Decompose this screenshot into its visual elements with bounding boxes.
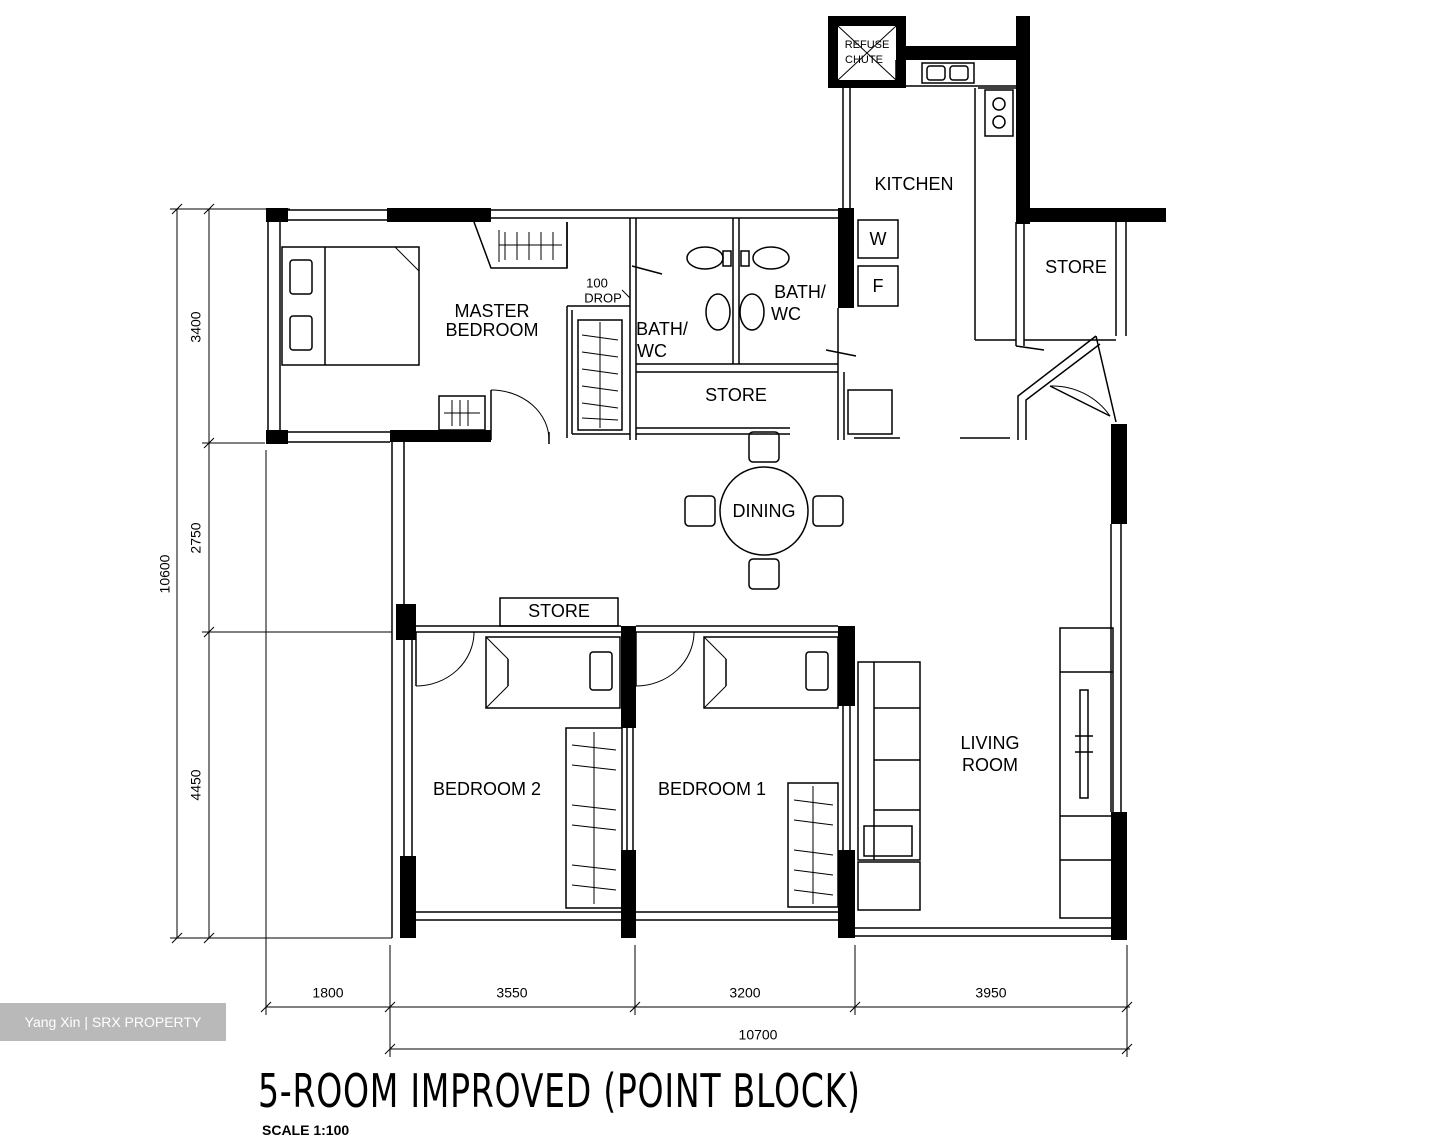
label-kitchen-store: STORE [1045, 257, 1107, 277]
label-master-bedroom-line2: BEDROOM [445, 320, 538, 340]
dim-left-total: 10600 [157, 554, 173, 593]
dim-bottom-3: 3200 [729, 985, 760, 1001]
label-living-room-line2: ROOM [962, 755, 1018, 775]
dim-bottom-1: 1800 [312, 985, 343, 1001]
dim-bottom-4: 3950 [975, 985, 1006, 1001]
dim-left-mid: 2750 [188, 522, 204, 553]
dim-bottom-2: 3550 [496, 985, 527, 1001]
label-bath-wc-2-line1: BATH/ [774, 282, 826, 302]
label-washer: W [870, 229, 887, 249]
watermark: Yang Xin | SRX PROPERTY [0, 1003, 226, 1041]
label-master-bedroom-line1: MASTER [454, 301, 529, 321]
plan-scale: SCALE 1:100 [262, 1122, 350, 1138]
label-bath-wc-1-line2: WC [637, 341, 667, 361]
label-bath-wc-2-line2: WC [771, 304, 801, 324]
label-bedroom-1: BEDROOM 1 [658, 779, 766, 799]
dim-left-bottom: 4450 [188, 769, 204, 800]
dim-left-top: 3400 [188, 311, 204, 342]
label-dining: DINING [733, 501, 796, 521]
plan-title: 5-ROOM IMPROVED (POINT BLOCK) [258, 1064, 861, 1118]
label-bedroom-2: BEDROOM 2 [433, 779, 541, 799]
label-living-room-line1: LIVING [960, 733, 1019, 753]
dimension-lines [170, 203, 1133, 1057]
label-kitchen: KITCHEN [874, 174, 953, 194]
label-fridge: F [873, 276, 884, 296]
label-bedroom-store: STORE [528, 601, 590, 621]
label-refuse-chute-line1: REFUSE [845, 39, 890, 51]
walls [266, 16, 1166, 940]
partitions [566, 60, 1127, 440]
label-central-store: STORE [705, 385, 767, 405]
furniture [281, 25, 1114, 919]
label-drop: DROP [584, 290, 622, 305]
doors [415, 265, 1045, 687]
dim-bottom-total: 10700 [739, 1027, 778, 1043]
label-bath-wc-1-line1: BATH/ [636, 319, 688, 339]
label-drop-value: 100 [586, 275, 608, 290]
label-refuse-chute-line2: CHUTE [845, 54, 883, 66]
